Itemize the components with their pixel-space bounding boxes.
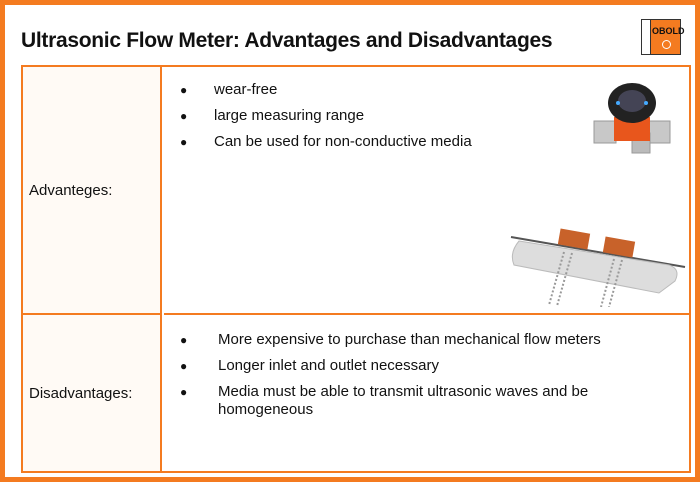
disadvantages-cell: More expensive to purchase than mechanic…: [164, 315, 689, 471]
kobold-logo: OBOLD: [641, 19, 685, 55]
list-item: More expensive to purchase than mechanic…: [180, 331, 670, 349]
disadvantages-label: Disadvantages:: [23, 315, 162, 471]
list-item: Can be used for non-conductive media: [180, 133, 472, 151]
page-title: Ultrasonic Flow Meter: Advantages and Di…: [21, 29, 553, 52]
advantages-cell: wear-free large measuring range Can be u…: [164, 67, 689, 315]
list-item: large measuring range: [180, 107, 472, 125]
list-item: Longer inlet and outlet necessary: [180, 357, 670, 375]
clamp-on-sensor-image: [510, 228, 686, 307]
disadvantages-list: More expensive to purchase than mechanic…: [180, 331, 670, 427]
flow-meter-image: [593, 83, 671, 154]
advantages-list: wear-free large measuring range Can be u…: [180, 81, 472, 159]
advantages-label: Advanteges:: [23, 67, 162, 315]
list-item: wear-free: [180, 81, 472, 99]
comparison-table: Advanteges: wear-free large measuring ra…: [21, 65, 691, 473]
list-item: Media must be able to transmit ultrasoni…: [180, 383, 670, 419]
